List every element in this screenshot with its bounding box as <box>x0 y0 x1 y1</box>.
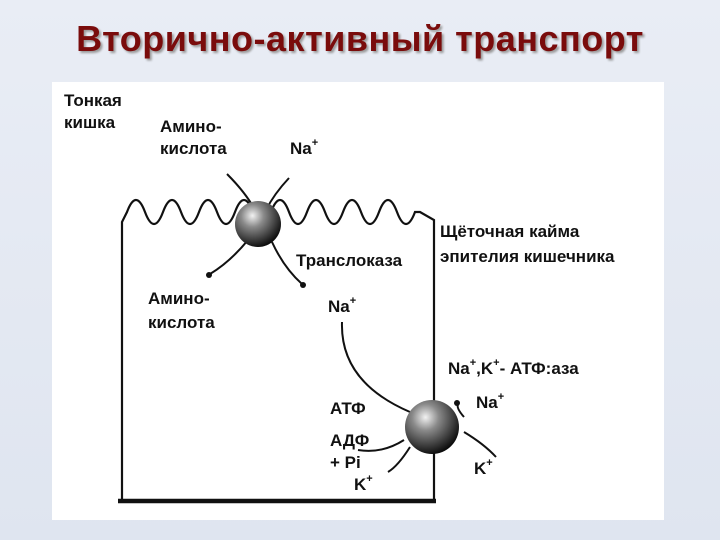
adp-label: АДФ <box>330 431 369 450</box>
cell-membrane-brush-border <box>122 200 434 500</box>
amino-acid-bottom-label: Амино- кислота <box>148 289 215 332</box>
pi-label: + Pi <box>330 453 361 472</box>
k-right-label: K+ <box>474 457 493 478</box>
atp-label: АТФ <box>330 399 366 418</box>
na-top-label: Na+ <box>290 137 318 158</box>
k-left-label: K+ <box>354 473 373 494</box>
amino-acid-top-label: Амино- кислота <box>160 117 227 158</box>
figure-panel: Тонкая кишка Амино- кислота Na+ Щёточная… <box>52 82 664 520</box>
brush-border-label: Щёточная кайма эпителия кишечника <box>440 222 615 266</box>
slide-title: Вторично-активный транспорт <box>0 18 720 60</box>
na-middle-label: Na+ <box>328 295 356 316</box>
translocase-ball <box>235 201 281 247</box>
transport-diagram: Тонкая кишка Амино- кислота Na+ Щёточная… <box>52 82 664 520</box>
small-intestine-label: Тонкая кишка <box>64 91 127 132</box>
na-k-atpase-label: Na+,K+- АТФ:аза <box>448 357 579 378</box>
translocase-transporter <box>206 174 306 288</box>
translocase-label: Транслоказа <box>296 251 403 270</box>
na-right-label: Na+ <box>476 391 504 412</box>
pump-ball <box>405 400 459 454</box>
